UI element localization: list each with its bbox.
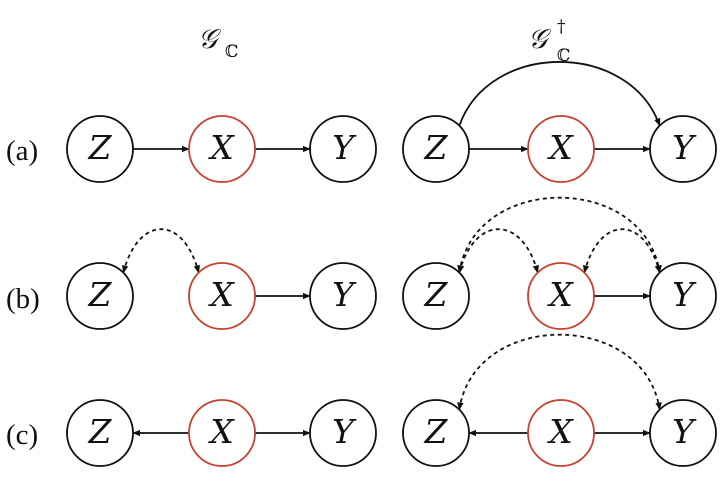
graph-c-left-node-x-label: X — [207, 412, 235, 451]
graph-b-right-node-x: X — [527, 262, 595, 330]
column-title-right-sup: † — [557, 17, 566, 37]
graph-b-right-edge-x-y-bidirected — [583, 228, 661, 274]
graph-c-right-node-y-circle — [649, 399, 717, 467]
graph-b-right-node-z: Z — [402, 262, 470, 330]
graph-b-right-node-z-label: Z — [424, 275, 449, 314]
graph-b-right-node-y-label: Y — [672, 275, 697, 314]
graph-c-right-node-x: X — [527, 399, 595, 467]
graph-a-right-node-x: X — [527, 115, 595, 183]
graph-b-right-node-z-circle — [402, 262, 470, 330]
graph-c-left-node-y-label: Y — [332, 412, 357, 451]
graph-a-left-node-x-circle — [188, 115, 256, 183]
column-title-left-sub: ℂ — [225, 42, 239, 62]
graph-b-left-node-z-label: Z — [88, 275, 113, 314]
graph-a-right-node-y: Y — [649, 115, 717, 183]
graph-c-left-node-x: X — [188, 399, 256, 467]
graphs-layer: Z X Y Z X Y Z X Y Z X Y Z X Y Z X Y — [66, 61, 717, 467]
graph-c-right-node-x-circle — [527, 399, 595, 467]
column-title-right-sub: ℂ — [557, 46, 571, 66]
graph-a-left-node-y: Y — [309, 115, 377, 183]
graph-b-right-node-y: Y — [649, 262, 717, 330]
graph-c-left-node-z-circle — [66, 399, 134, 467]
graph-c-right-node-x-label: X — [546, 412, 574, 451]
graph-c-right-node-z: Z — [402, 399, 470, 467]
graph-c-right-node-z-circle — [402, 399, 470, 467]
column-title-right: 𝒢 † ℂ — [528, 17, 571, 66]
graph-b-left-node-x-label: X — [207, 275, 235, 314]
graph-b-right-node-x-circle — [527, 262, 595, 330]
graph-c-left-node-y: Y — [309, 399, 377, 467]
graph-b-left-node-x-circle — [188, 262, 256, 330]
row-label-a: (a) — [6, 135, 38, 167]
graph-c-left-node-z: Z — [66, 399, 134, 467]
graph-a-right-edge-z-y — [458, 61, 661, 127]
graph-a-right-node-x-label: X — [546, 128, 574, 167]
graph-a-left-node-z-circle — [66, 115, 134, 183]
column-title-right-main: 𝒢 — [528, 24, 552, 55]
graph-b-right-node-y-circle — [649, 262, 717, 330]
graph-a-left-node-y-label: Y — [332, 128, 357, 167]
graph-b-left-edge-z-x-bidirected — [122, 228, 200, 274]
graph-b-left-node-y: Y — [309, 262, 377, 330]
graph-b-left-node-z: Z — [66, 262, 134, 330]
graph-c-left-node-z-label: Z — [88, 412, 113, 451]
graph-a-right-node-z-circle — [402, 115, 470, 183]
graph-c-left-node-y-circle — [309, 399, 377, 467]
row-label-c: (c) — [6, 419, 38, 451]
graph-c-right-node-z-label: Z — [424, 412, 449, 451]
graph-b-right-edge-z-x-bidirected — [458, 228, 539, 274]
graph-b-right-edge-z-y-bidirected — [457, 196, 662, 274]
graph-c-right-node-y-label: Y — [672, 412, 697, 451]
graph-a-left-node-y-circle — [309, 115, 377, 183]
graph-a-right-node-z: Z — [402, 115, 470, 183]
graph-b-left-node-y-label: Y — [332, 275, 357, 314]
graph-a-right-node-x-circle — [527, 115, 595, 183]
graph-a-right-node-y-label: Y — [672, 128, 697, 167]
graph-b-right-node-x-label: X — [546, 275, 574, 314]
graph-a-right-node-z-label: Z — [424, 128, 449, 167]
column-title-left-main: 𝒢 — [198, 24, 222, 55]
graph-c-right-node-y: Y — [649, 399, 717, 467]
graph-b-left-node-x: X — [188, 262, 256, 330]
graph-c-left-node-x-circle — [188, 399, 256, 467]
graph-a-left-node-z-label: Z — [88, 128, 113, 167]
graph-a-right-node-y-circle — [649, 115, 717, 183]
graph-a-left-node-z: Z — [66, 115, 134, 183]
column-title-left: 𝒢 ℂ — [198, 24, 239, 62]
graph-b-left-node-y-circle — [309, 262, 377, 330]
graph-c-right-edge-z-y-bidirected — [457, 333, 662, 411]
graph-a-left-node-x-label: X — [207, 128, 235, 167]
graph-b-left-node-z-circle — [66, 262, 134, 330]
graph-a-left-node-x: X — [188, 115, 256, 183]
row-label-b: (b) — [6, 283, 40, 315]
